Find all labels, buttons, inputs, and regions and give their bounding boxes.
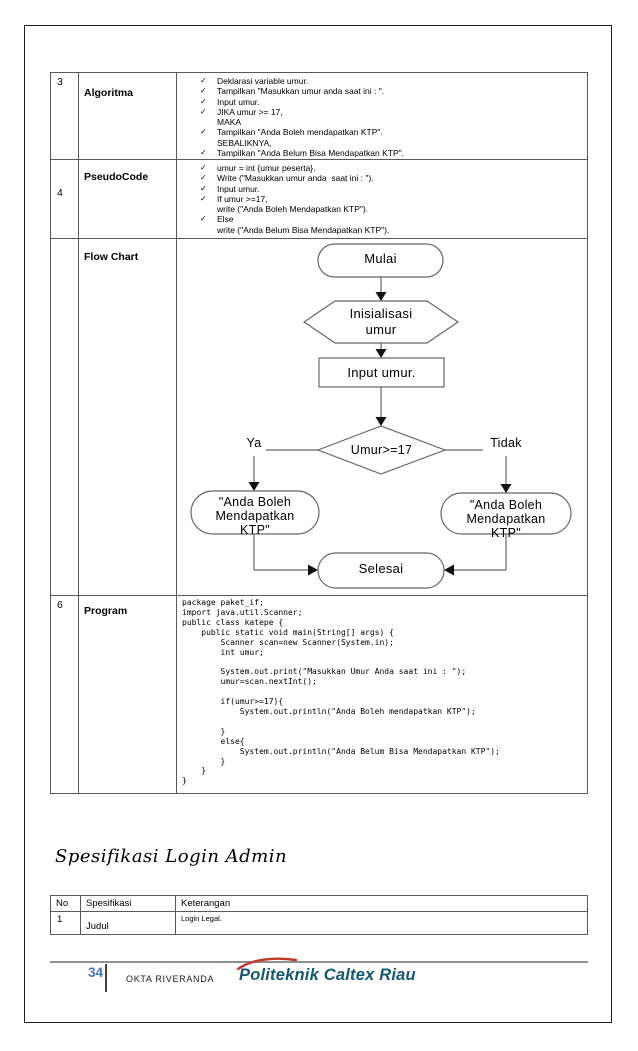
row-number-program: 6	[51, 596, 79, 793]
check-icon: ✓	[200, 183, 207, 193]
check-icon: ✓	[200, 148, 207, 158]
result-yes-label: "Anda Boleh Mendapatkan KTP"	[215, 495, 295, 537]
check-icon: ✓	[200, 96, 207, 106]
check-icon: ✓	[200, 214, 207, 224]
col-header-keterangan: Keterangan	[176, 896, 587, 912]
col-header-no: No	[51, 896, 81, 912]
branch-yes-label: Ya	[246, 436, 262, 450]
row-label-flowchart: Flow Chart	[79, 239, 177, 596]
result-yes-shape	[190, 490, 320, 535]
item-text: Tampilkan "Masukkan umur anda saat ini :…	[217, 86, 385, 97]
row-label-algoritma: Algoritma	[79, 73, 177, 160]
checklist-item: SEBALIKNYA,	[177, 138, 587, 148]
flowchart: Mulai Inisialisasi umur Input umur. Umur…	[177, 239, 587, 596]
item-text: Tampilkan "Anda Boleh mendapatkan KTP".	[217, 127, 383, 138]
checklist-item: ✓ If umur >=17,	[177, 194, 587, 204]
item-text: write ("Anda Belum Bisa Mendapatkan KTP"…	[217, 224, 390, 235]
check-icon: ✓	[200, 86, 207, 96]
check-icon: ✓	[200, 193, 207, 203]
init-preparation-shape	[302, 300, 460, 344]
spec-table: 3 Algoritma ✓ Deklarasi variable umur. ✓ T…	[50, 72, 588, 794]
login-spec-table: No Spesifikasi Keterangan 1 Judul Login …	[50, 895, 588, 935]
check-icon	[200, 138, 217, 148]
checklist-item: ✓ Else	[177, 214, 587, 224]
check-icon: ✓	[200, 106, 207, 116]
start-label: Mulai	[364, 251, 397, 266]
item-text: Deklarasi variable umur.	[217, 76, 309, 86]
check-icon	[200, 117, 217, 127]
cell-keterangan: Login Legal.	[181, 914, 222, 923]
flow-connectors	[253, 277, 507, 571]
checklist-item: MAKA	[177, 117, 587, 127]
check-icon: ✓	[200, 173, 207, 183]
branch-no-label: Tidak	[490, 436, 522, 450]
row-label-program: Program	[79, 596, 177, 793]
checklist-item: ✓ JIKA umur >= 17,	[177, 107, 587, 117]
page-border	[24, 25, 612, 1023]
flowchart-shapes	[190, 243, 572, 589]
row-label-pseudocode: PseudoCode	[79, 160, 177, 239]
checklist-item: ✓ Tampilkan "Masukkan umur anda saat ini …	[177, 86, 587, 96]
row-number-algoritma: 3	[51, 73, 79, 160]
author-name: OKTA RIVERANDA	[126, 974, 215, 984]
checklist-item: ✓ Write ("Masukkan umur anda saat ini : "…	[177, 173, 587, 183]
end-terminator-shape	[317, 552, 445, 589]
item-text: umur = int {umur peserta}.	[217, 163, 316, 173]
checklist-item: write ("Anda Boleh Mendapatkan KTP").	[177, 204, 587, 214]
cell-spesifikasi: Judul	[81, 912, 176, 934]
section-heading: Spesifikasi Login Admin	[55, 846, 288, 867]
checklist-item: ✓ umur = int {umur peserta}.	[177, 163, 587, 173]
arrowheads	[248, 292, 512, 576]
checklist-item: ✓ Deklarasi variable umur.	[177, 76, 587, 86]
col-header-spesifikasi: Spesifikasi	[81, 896, 176, 912]
checklist-item: ✓ Tampilkan "Anda Boleh mendapatkan KTP".	[177, 127, 587, 137]
check-icon: ✓	[200, 163, 207, 172]
item-text: Write ("Masukkan umur anda saat ini : ")…	[217, 173, 374, 184]
check-icon	[200, 204, 217, 214]
item-text: write ("Anda Boleh Mendapatkan KTP").	[217, 204, 369, 215]
algoritma-content: ✓ Deklarasi variable umur. ✓ Tampilkan "Ma…	[177, 73, 587, 160]
footer-divider	[105, 964, 107, 992]
item-text: MAKA	[217, 117, 242, 128]
checklist-item: write ("Anda Belum Bisa Mendapatkan KTP"…	[177, 225, 587, 235]
checklist-item: ✓ Input umur.	[177, 97, 587, 107]
item-text: Input umur.	[217, 183, 260, 194]
init-label: Inisialisasi umur	[349, 306, 413, 337]
item-text: Tampilkan "Anda Belum Bisa Mendapatkan K…	[217, 148, 404, 159]
item-text: SEBALIKNYA,	[217, 137, 272, 148]
logo-swoosh-icon	[236, 957, 298, 970]
pseudocode-content: ✓ umur = int {umur peserta}. ✓ Write ("Mas…	[177, 160, 587, 239]
row-number-pseudocode: 4	[51, 160, 79, 239]
cell-no: 1	[51, 912, 81, 934]
check-icon: ✓	[200, 127, 207, 137]
page-number: 34	[87, 965, 103, 980]
item-text: Else	[217, 214, 234, 225]
row-number-flowchart	[51, 239, 79, 596]
input-label: Input umur.	[347, 365, 416, 380]
end-label: Selesai	[358, 561, 404, 576]
institution-logo: Politeknik Caltex Riau	[239, 966, 416, 984]
check-icon: ✓	[200, 76, 207, 85]
result-no-label: "Anda Boleh Mendapatkan KTP"	[466, 498, 546, 540]
item-text: If umur >=17,	[217, 193, 268, 204]
decision-label: Umur>=17	[350, 443, 413, 457]
footer-rule	[50, 961, 588, 963]
checklist-item: ✓ Input umur.	[177, 184, 587, 194]
item-text: Input umur.	[217, 96, 260, 107]
item-text: JIKA umur >= 17,	[217, 106, 283, 117]
checklist-item: ✓ Tampilkan "Anda Belum Bisa Mendapatkan …	[177, 148, 587, 158]
check-icon	[200, 225, 217, 235]
program-content: package paket_if; import java.util.Scann…	[177, 596, 587, 793]
java-code: package paket_if; import java.util.Scann…	[182, 598, 500, 786]
